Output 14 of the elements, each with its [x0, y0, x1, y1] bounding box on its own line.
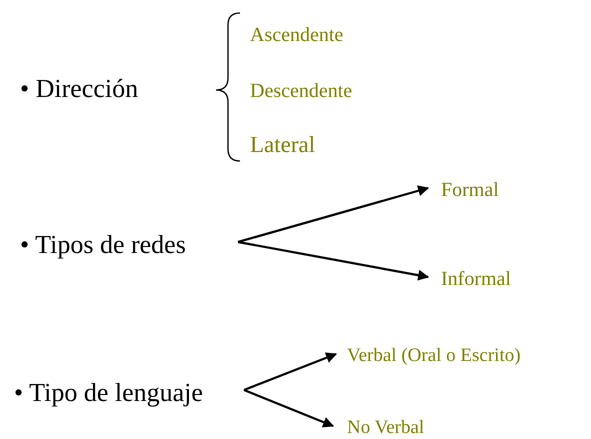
arrow	[238, 185, 430, 244]
arrow	[244, 388, 334, 428]
item-label: No Verbal	[347, 416, 424, 439]
bullet-item: • Tipos de redes	[20, 229, 186, 261]
item-label: Lateral	[250, 131, 316, 159]
item-label: Ascendente	[250, 23, 344, 47]
item-label: Verbal (Oral o Escrito)	[347, 344, 521, 368]
item-label: Informal	[441, 267, 511, 291]
item-label: Descendente	[250, 79, 352, 103]
bullet-item: • Tipo de lenguaje	[14, 377, 203, 409]
item-label: Formal	[441, 178, 499, 202]
arrow	[238, 240, 430, 281]
arrow	[244, 352, 338, 391]
bullet-item: • Dirección	[20, 73, 138, 105]
